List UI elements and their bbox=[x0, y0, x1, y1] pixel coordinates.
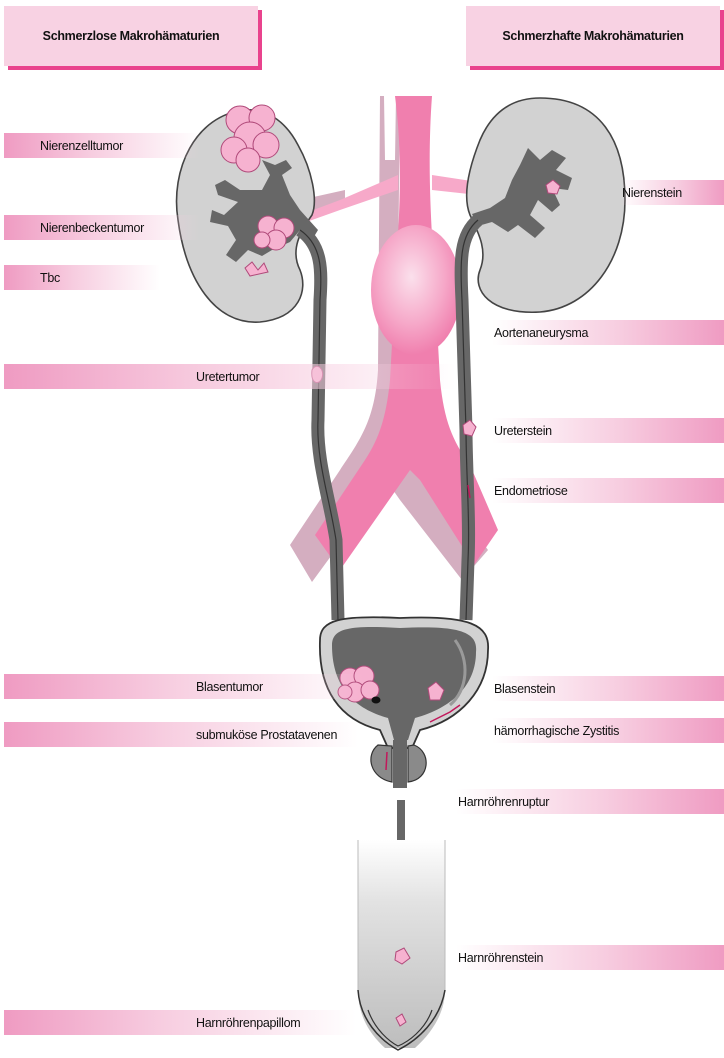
label-harnroehrenpapillom: Harnröhrenpapillom bbox=[4, 1010, 356, 1035]
label-blasenstein: Blasenstein bbox=[492, 676, 724, 701]
label-harnroehrenstein: Harnröhrenstein bbox=[456, 945, 724, 970]
label-blasentumor: Blasentumor bbox=[4, 674, 366, 699]
bladder-black-spot bbox=[372, 697, 380, 703]
label-nierenbeckentumor: Nierenbeckentumor bbox=[4, 215, 200, 240]
label-zystitis: hämorrhagische Zystitis bbox=[492, 718, 724, 743]
label-tbc: Tbc bbox=[4, 265, 160, 290]
label-prostatavenen: submuköse Prostatavenen bbox=[4, 722, 358, 747]
label-ureterstein: Ureterstein bbox=[492, 418, 724, 443]
label-nierenstein: Nierenstein bbox=[620, 180, 724, 205]
label-harnroehrenruptur: Harnröhrenruptur bbox=[456, 789, 724, 814]
label-uretertumor: Uretertumor bbox=[4, 364, 456, 389]
label-nierenzelltumor: Nierenzelltumor bbox=[4, 133, 200, 158]
header-painless: Schmerzlose Makrohämaturien bbox=[4, 6, 258, 66]
header-painful: Schmerzhafte Makrohämaturien bbox=[466, 6, 720, 66]
label-endometriose: Endometriose bbox=[492, 478, 724, 503]
label-aortenaneurysma: Aortenaneurysma bbox=[492, 320, 724, 345]
